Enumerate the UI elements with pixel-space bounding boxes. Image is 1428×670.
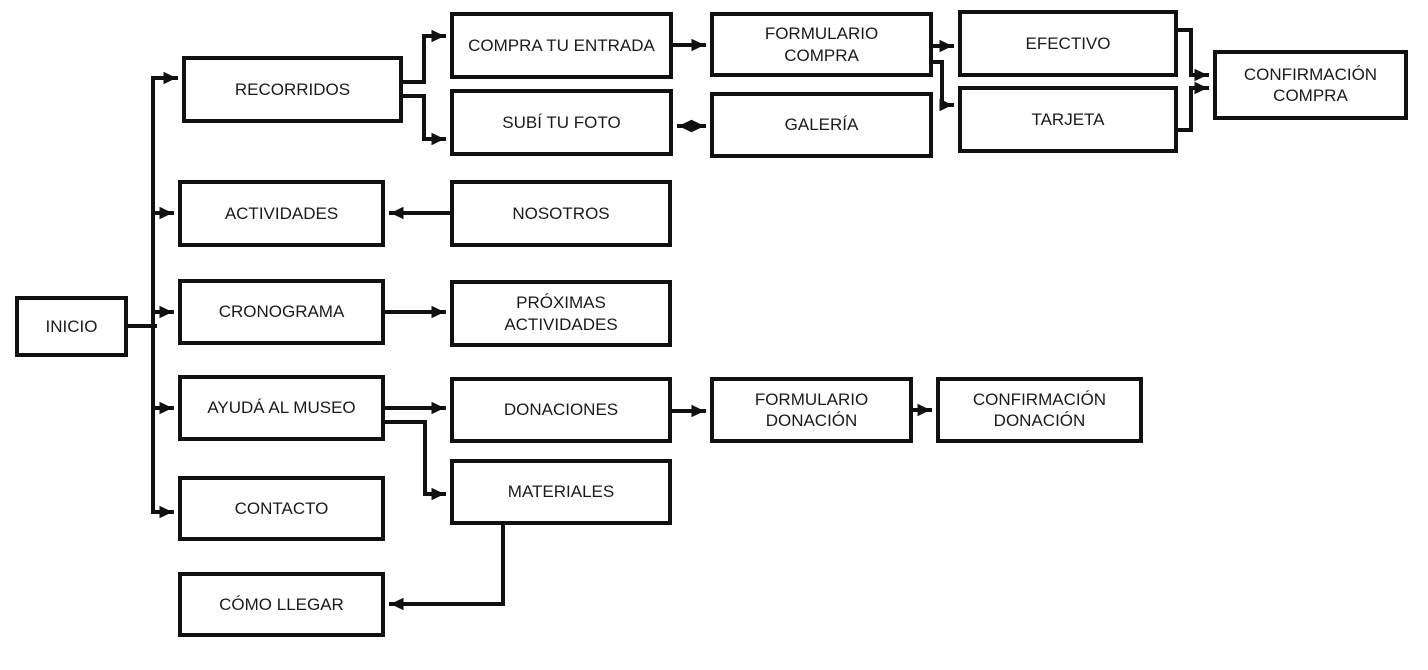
node-label: CONFIRMACIÓN DONACIÓN xyxy=(972,389,1107,430)
edge-tarjeta-confirmacion-compra xyxy=(1176,81,1209,132)
node-compra-tu-entrada: COMPRA TU ENTRADA xyxy=(450,12,673,79)
node-label: CÓMO LLEGAR xyxy=(219,594,344,614)
edge-recorridos-subi-tu-foto xyxy=(401,94,446,146)
node-label: PRÓXIMAS ACTIVIDADES xyxy=(504,293,618,334)
node-label: AYUDÁ AL MUSEO xyxy=(207,398,356,418)
node-efectivo: EFECTIVO xyxy=(958,10,1178,77)
node-ayuda-al-museo: AYUDÁ AL MUSEO xyxy=(178,375,385,441)
edge-materiales-como-llegar xyxy=(389,523,505,611)
node-materiales: MATERIALES xyxy=(450,459,672,525)
node-como-llegar: CÓMO LLEGAR xyxy=(178,572,385,637)
node-label: FORMULARIO COMPRA xyxy=(764,24,879,65)
edge-ayuda-al-museo-materiales xyxy=(383,420,446,501)
node-label: INICIO xyxy=(45,316,98,336)
node-subi-tu-foto: SUBÍ TU FOTO xyxy=(450,89,673,156)
edge-formulario-compra-tarjeta xyxy=(931,60,954,112)
node-label: MATERIALES xyxy=(507,482,615,502)
node-label: RECORRIDOS xyxy=(234,79,351,99)
node-confirmacion-donacion: CONFIRMACIÓN DONACIÓN xyxy=(936,377,1143,443)
node-contacto: CONTACTO xyxy=(178,476,385,541)
node-formulario-donacion: FORMULARIO DONACIÓN xyxy=(710,377,913,443)
node-label: EFECTIVO xyxy=(1025,33,1111,53)
node-label: SUBÍ TU FOTO xyxy=(502,112,621,132)
node-nosotros: NOSOTROS xyxy=(450,180,672,247)
node-label: COMPRA TU ENTRADA xyxy=(468,35,655,55)
node-label: FORMULARIO DONACIÓN xyxy=(754,389,869,430)
node-label: ACTIVIDADES xyxy=(224,203,339,223)
edge-efectivo-confirmacion-compra xyxy=(1176,28,1209,82)
node-tarjeta: TARJETA xyxy=(958,86,1178,153)
node-inicio: INICIO xyxy=(15,296,128,357)
edge-recorridos-compra-tu-entrada xyxy=(401,29,446,84)
node-proximas-actividades: PRÓXIMAS ACTIVIDADES xyxy=(450,280,672,347)
node-actividades: ACTIVIDADES xyxy=(178,180,385,247)
node-confirmacion-compra: CONFIRMACIÓN COMPRA xyxy=(1213,50,1408,120)
node-label: CONFIRMACIÓN COMPRA xyxy=(1243,64,1378,105)
node-label: NOSOTROS xyxy=(512,203,610,223)
node-label: TARJETA xyxy=(1031,109,1105,129)
node-galeria: GALERÍA xyxy=(710,92,933,158)
node-cronograma: CRONOGRAMA xyxy=(178,279,385,345)
node-label: DONACIONES xyxy=(503,400,619,420)
node-label: CONTACTO xyxy=(234,498,329,518)
node-label: GALERÍA xyxy=(784,115,859,135)
node-formulario-compra: FORMULARIO COMPRA xyxy=(710,12,933,77)
node-label: CRONOGRAMA xyxy=(218,302,345,322)
node-donaciones: DONACIONES xyxy=(450,377,672,443)
node-recorridos: RECORRIDOS xyxy=(182,56,403,123)
